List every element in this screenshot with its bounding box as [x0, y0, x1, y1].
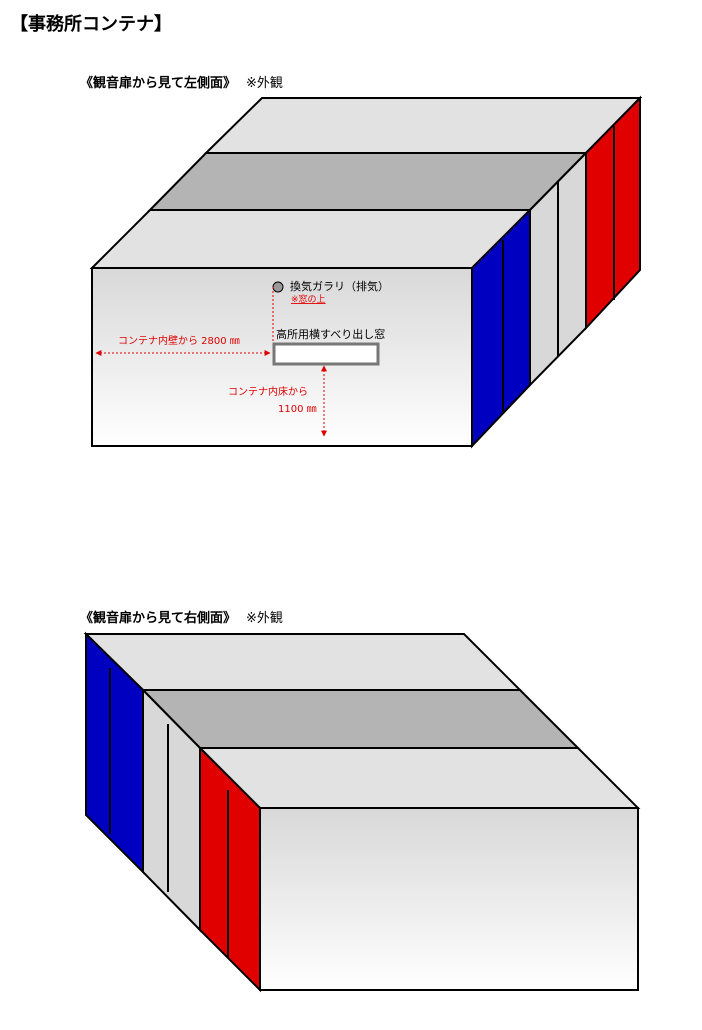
high-window [272, 342, 380, 366]
side-face-right-view [259, 807, 639, 991]
horizontal-dimension-label: コンテナ内壁から 2800 ㎜ [118, 334, 240, 347]
roof-panel-back [83, 633, 523, 691]
vent-sublabel: ※窓の上 [291, 293, 326, 305]
container-left-view: 換気ガラリ（排気） ※窓の上 高所用横すべり出し窓 コンテナ内壁から 2800 … [89, 95, 643, 449]
vertical-dimension-label-1: コンテナ内床から [228, 385, 308, 398]
roof-panel-middle [147, 152, 589, 211]
view-note-right: ※外観 [246, 611, 283, 626]
view-title-left-text: 《観音扉から見て左側面》 [80, 76, 237, 91]
vent-louver-icon [272, 281, 284, 293]
roof-panel-middle [140, 689, 581, 749]
document-title: 【事務所コンテナ】 [10, 14, 172, 35]
roof-panel-back [203, 97, 643, 154]
view-note-left: ※外観 [246, 76, 283, 91]
roof-panel-front [89, 209, 533, 269]
roof-panel-front [197, 747, 641, 809]
window-label: 高所用横すべり出し窓 [276, 327, 385, 341]
container-right-view [83, 631, 641, 993]
view-title-right-text: 《観音扉から見て右側面》 [80, 611, 237, 626]
vertical-dimension-label-2: 1100 ㎜ [278, 404, 317, 415]
view-title-right: 《観音扉から見て右側面》 ※外観 [80, 607, 283, 626]
view-title-left: 《観音扉から見て左側面》 ※外観 [80, 72, 283, 91]
vent-label: 換気ガラリ（排気） [290, 279, 389, 293]
